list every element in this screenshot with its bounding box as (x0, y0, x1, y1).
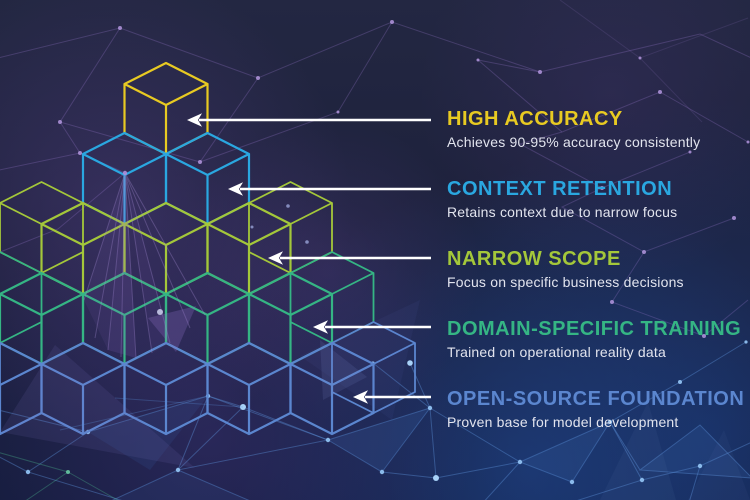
arrow-left-icon (187, 113, 431, 127)
cube (0, 271, 85, 366)
arrow-left-icon (313, 320, 431, 334)
label-high-accuracy: HIGH ACCURACY Achieves 90-95% accuracy c… (447, 108, 700, 152)
cube (247, 271, 334, 366)
label-domain-specific-training: DOMAIN-SPECIFIC TRAINING Trained on oper… (447, 318, 741, 362)
label-title: HIGH ACCURACY (447, 108, 623, 130)
arrowhead-icon (313, 320, 328, 334)
arrowhead-icon (228, 182, 243, 196)
label-title: DOMAIN-SPECIFIC TRAINING (447, 318, 742, 340)
label-title: OPEN-SOURCE FOUNDATION (447, 388, 745, 410)
cube (123, 61, 209, 156)
cube (81, 271, 168, 366)
label-title: CONTEXT RETENTION (447, 178, 673, 200)
label-open-source-foundation: OPEN-SOURCE FOUNDATION Proven base for m… (447, 388, 744, 432)
cube (206, 201, 292, 296)
label-subtitle: Retains context due to narrow focus (447, 204, 678, 220)
arrow-left-icon (353, 390, 431, 404)
arrowhead-icon (268, 251, 283, 265)
label-subtitle: Achieves 90-95% accuracy consistently (447, 134, 701, 150)
cube (164, 131, 251, 226)
arrow-left-icon (228, 182, 431, 196)
label-narrow-scope: NARROW SCOPE Focus on specific business … (447, 248, 684, 292)
arrowhead-icon (353, 390, 368, 404)
label-title: NARROW SCOPE (447, 248, 621, 270)
cube (40, 201, 126, 296)
cube (123, 201, 209, 296)
arrowhead-icon (187, 113, 202, 127)
cube (206, 341, 292, 436)
label-context-retention: CONTEXT RETENTION Retains context due to… (447, 178, 677, 222)
cube (40, 341, 126, 436)
cube (123, 341, 209, 436)
arrow-left-icon (268, 251, 431, 265)
label-subtitle: Trained on operational reality data (447, 344, 666, 360)
cube (164, 271, 251, 366)
label-subtitle: Proven base for model development (447, 414, 679, 430)
cube (289, 341, 375, 436)
label-subtitle: Focus on specific business decisions (447, 274, 684, 290)
